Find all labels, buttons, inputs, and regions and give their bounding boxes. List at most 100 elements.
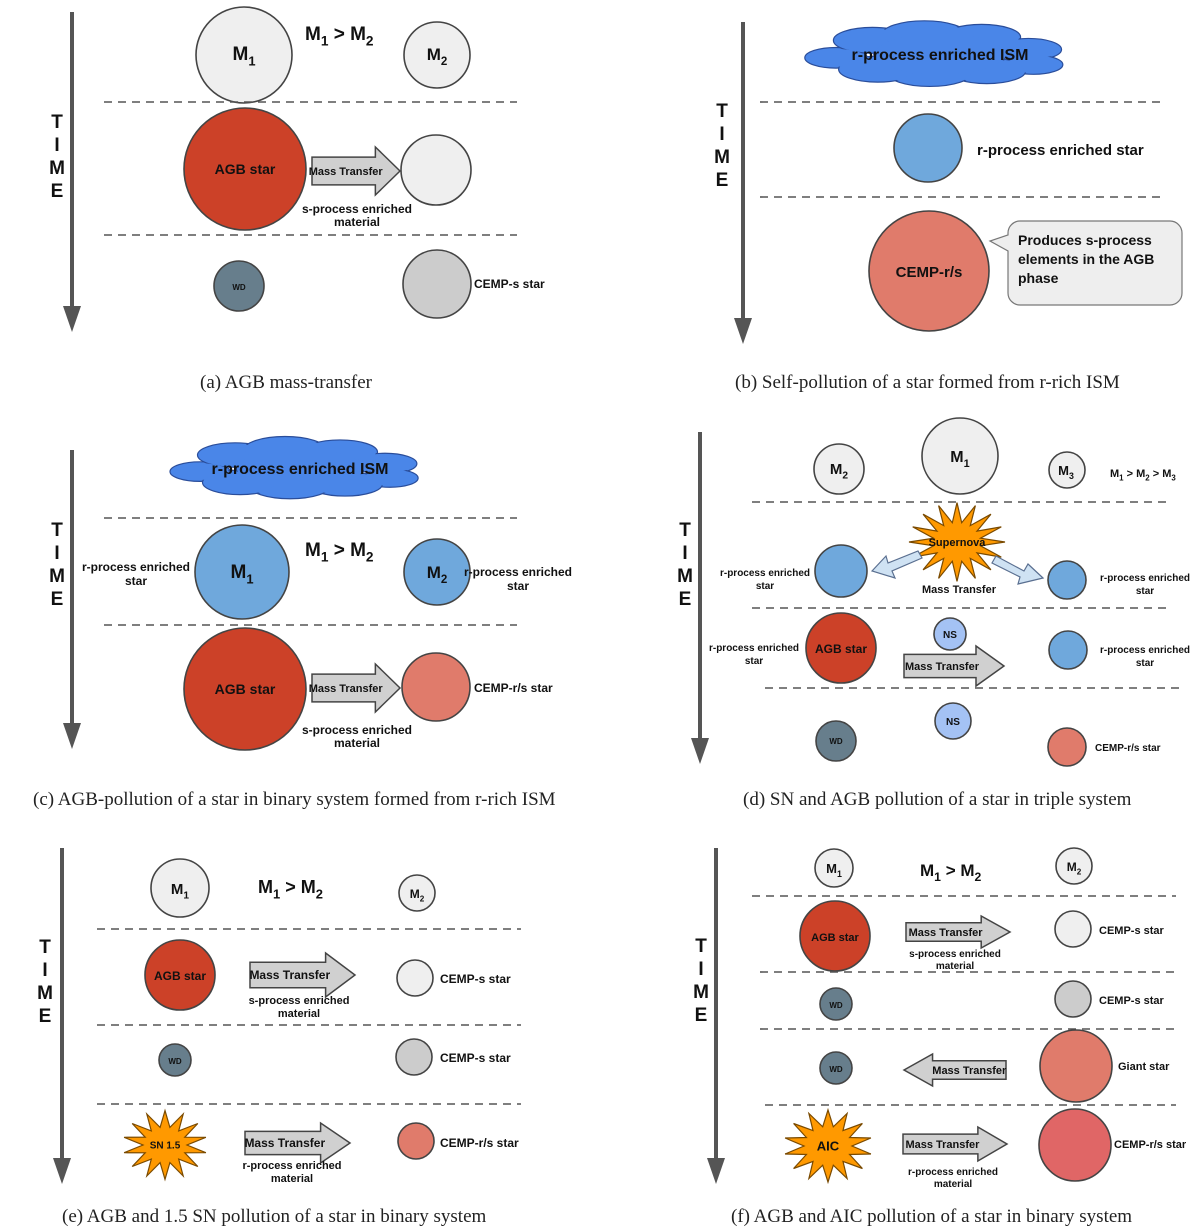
- time-label-letter: E: [39, 1006, 52, 1027]
- caption-d: (d) SN and AGB pollution of a star in tr…: [743, 789, 1132, 810]
- star-m2: [398, 874, 436, 912]
- wd-label: WD: [829, 737, 843, 746]
- cemp-s-label: CEMP-s star: [440, 1051, 511, 1065]
- agb-star-label: AGB star: [154, 969, 206, 983]
- mass-transfer-arrow-left: [902, 1052, 1007, 1088]
- r-process-ism-cloud-label: r-process enriched ISM: [852, 47, 1029, 64]
- label-m2: M2: [410, 887, 425, 904]
- caption-b: (b) Self-pollution of a star formed from…: [735, 372, 1120, 393]
- mass-transfer-label: Mass Transfer: [309, 683, 384, 695]
- s-process-material-label: material: [334, 215, 380, 229]
- star-m1: [195, 6, 293, 104]
- cemp-s-label: CEMP-s star: [440, 972, 511, 986]
- mass-transfer-label: Mass Transfer: [909, 927, 984, 939]
- time-arrow-a-head: [63, 306, 81, 332]
- agb-star-label: AGB star: [215, 681, 276, 697]
- mass-transfer-label: Mass Transfer: [905, 661, 980, 673]
- mass-transfer-arrow: [903, 644, 1006, 688]
- agb-star: [805, 612, 877, 684]
- star-m3: [1048, 451, 1086, 489]
- agb-star: [799, 900, 871, 972]
- star-m2: [1055, 847, 1093, 885]
- label-m1: M1: [171, 881, 190, 902]
- agb-star: [183, 627, 307, 751]
- s-process-material-label: s-process enriched: [302, 202, 412, 216]
- agb-star-label: AGB star: [811, 932, 859, 944]
- time-label-letter: T: [51, 112, 63, 133]
- mass-transfer-arrow: [311, 662, 402, 714]
- wd-label: WD: [168, 1057, 182, 1066]
- wd-label: WD: [829, 1001, 843, 1010]
- time-label-letter: M: [677, 566, 693, 587]
- white-dwarf: [213, 260, 265, 312]
- r-process-star-label-right: r-process enriched: [464, 565, 572, 579]
- mass-transfer-arrow: [249, 951, 357, 999]
- agb-star-label: AGB star: [815, 642, 867, 656]
- time-arrow-b-head: [734, 318, 752, 344]
- r-process-material-label: r-process enriched: [242, 1160, 341, 1172]
- cemp-s-star: [395, 1038, 433, 1076]
- companion-star: [400, 134, 472, 206]
- giant-star: [1039, 1029, 1113, 1103]
- cemp-rs-label: CEMP-r/s star: [474, 681, 553, 695]
- r-process-star: [893, 113, 963, 183]
- time-label-letter: E: [695, 1005, 708, 1026]
- cemp-rs-star: [1038, 1108, 1112, 1182]
- cemp-rs-star: [397, 1122, 435, 1160]
- time-label-letter: E: [716, 170, 729, 191]
- time-label-letter: I: [719, 124, 724, 145]
- mass-transfer-arrow: [311, 145, 402, 197]
- cloud-fill: [996, 39, 1061, 59]
- r-process-star-label-left: star: [125, 574, 147, 588]
- time-arrow-e-head: [53, 1158, 71, 1184]
- time-label-letter: I: [42, 960, 47, 981]
- r-process-star-label-right: star: [507, 579, 529, 593]
- mass-transfer-arrow: [902, 1125, 1009, 1163]
- mass-ratio-label: M1 > M2: [305, 24, 374, 49]
- callout-text: phase: [1018, 270, 1059, 286]
- r-process-star-label: star: [1136, 658, 1154, 669]
- s-process-material-label: material: [334, 736, 380, 750]
- s-process-material-label: s-process enriched: [909, 949, 1001, 960]
- cemp-s-label: CEMP-s star: [1099, 925, 1165, 937]
- aic-burst: [784, 1107, 872, 1185]
- label-m1: M1: [826, 861, 842, 879]
- cemp-rs-label: CEMP-r/s star: [1114, 1139, 1187, 1151]
- sn15-burst: [123, 1108, 207, 1182]
- star-m1: [194, 524, 290, 620]
- star-m2: [403, 21, 471, 89]
- white-dwarf: [815, 720, 857, 762]
- s-process-material-label: material: [936, 961, 975, 972]
- r-process-star-label: r-process enriched: [1100, 645, 1190, 656]
- agb-star: [144, 939, 216, 1011]
- callout-bubble: [988, 220, 1183, 306]
- mass-ratio-label: M1 > M2: [305, 540, 374, 565]
- neutron-star: [934, 702, 972, 740]
- cemp-rs-label: CEMP-r/s star: [1095, 743, 1161, 754]
- callout-text: Produces s-process: [1018, 232, 1152, 248]
- s-process-material-label: material: [278, 1008, 320, 1020]
- cemp-rs-label: CEMP-r/s star: [440, 1136, 519, 1150]
- cemp-rs-star: [401, 652, 471, 722]
- time-label-letter: M: [49, 566, 65, 587]
- r-process-star-label: r-process enriched: [1100, 573, 1190, 584]
- time-label-letter: E: [51, 589, 64, 610]
- star-m1: [814, 848, 854, 888]
- time-label-letter: T: [679, 520, 691, 541]
- r-process-ism-cloud-label: r-process enriched ISM: [212, 461, 389, 478]
- ns-label: NS: [943, 630, 957, 641]
- time-label-letter: T: [51, 520, 63, 541]
- mass-transfer-label: Mass Transfer: [244, 1136, 325, 1150]
- star-m1: [921, 417, 999, 495]
- time-label-letter: M: [49, 158, 65, 179]
- star-m2: [813, 443, 865, 495]
- r-process-material-label: r-process enriched: [908, 1167, 998, 1178]
- time-label-letter: T: [716, 101, 728, 122]
- s-process-material-label: s-process enriched: [249, 995, 350, 1007]
- caption-a: (a) AGB mass-transfer: [200, 372, 373, 393]
- time-label-letter: E: [51, 181, 64, 202]
- mass-ratio-label: M1 > M2: [258, 877, 323, 901]
- cemp-s-star: [1054, 910, 1092, 948]
- cloud-fill: [875, 33, 1005, 75]
- mass-transfer-label: Mass Transfer: [905, 1139, 980, 1151]
